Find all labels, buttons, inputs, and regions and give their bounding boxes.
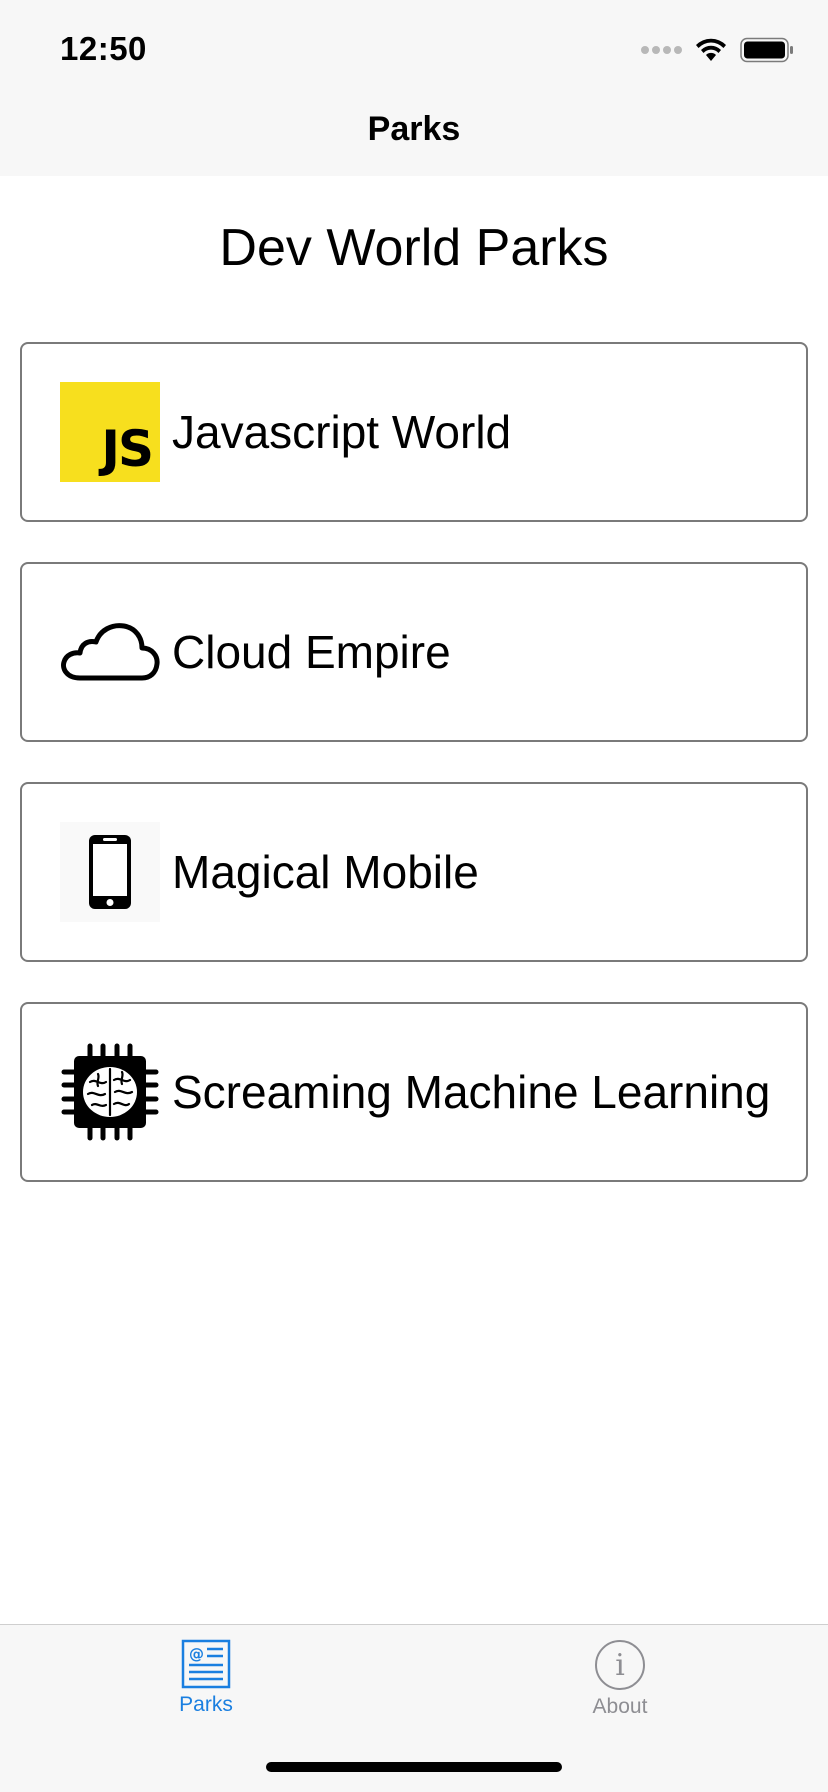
- mobile-phone-icon: [60, 822, 160, 922]
- brain-chip-icon: [60, 1042, 160, 1142]
- tab-label: Parks: [179, 1693, 233, 1716]
- wifi-icon: [696, 38, 726, 61]
- tab-label: About: [592, 1695, 648, 1718]
- nav-title: Parks: [367, 110, 461, 148]
- status-time: 12:50: [60, 30, 147, 67]
- parks-list-icon: @: [181, 1639, 231, 1689]
- home-indicator[interactable]: [266, 1762, 562, 1772]
- js-logo-text: JS: [101, 420, 154, 478]
- battery-icon: [740, 37, 793, 63]
- park-card-magical-mobile[interactable]: Magical Mobile: [20, 782, 808, 962]
- park-name: Magical Mobile: [172, 846, 479, 898]
- park-name: Cloud Empire: [172, 626, 451, 678]
- tab-parks[interactable]: @ Parks: [126, 1639, 286, 1717]
- tab-about[interactable]: i About: [540, 1639, 700, 1719]
- cloud-icon: [60, 602, 160, 702]
- park-name: Javascript World: [172, 406, 512, 458]
- cellular-signal-icon: [641, 46, 682, 54]
- park-list: JS Javascript World Cloud Empire: [20, 342, 808, 1222]
- svg-text:@: @: [189, 1645, 204, 1663]
- svg-text:i: i: [615, 1648, 625, 1683]
- info-icon: i: [595, 1640, 645, 1690]
- park-card-javascript-world[interactable]: JS Javascript World: [20, 342, 808, 522]
- park-name: Screaming Machine Learning: [172, 1066, 771, 1118]
- status-icons: [641, 36, 794, 64]
- park-card-cloud-empire[interactable]: Cloud Empire: [20, 562, 808, 742]
- top-bar: 12:50 Parks: [0, 0, 828, 176]
- javascript-logo-icon: JS: [60, 382, 160, 482]
- park-card-screaming-machine-learning[interactable]: Screaming Machine Learning: [20, 1002, 808, 1182]
- page-heading: Dev World Parks: [219, 219, 609, 277]
